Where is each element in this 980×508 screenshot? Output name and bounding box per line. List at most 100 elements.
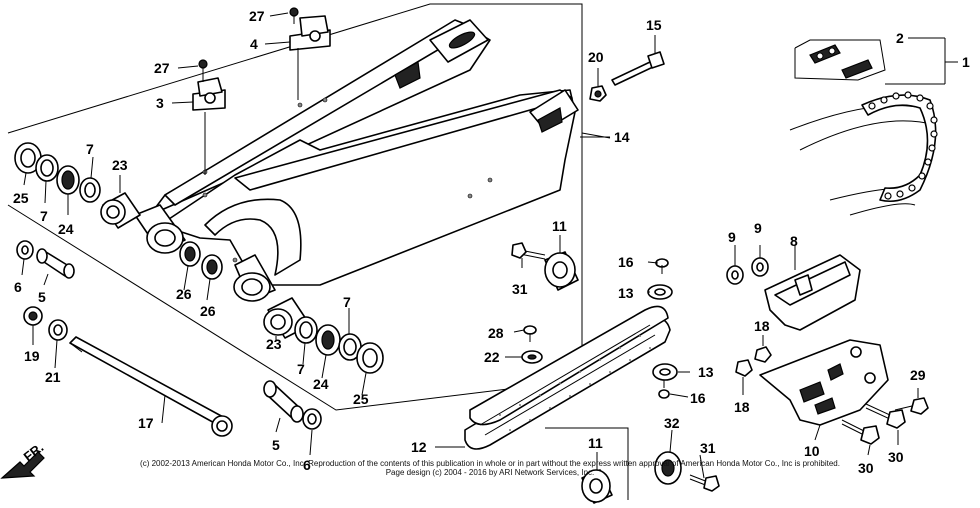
callout-7b: 7 bbox=[40, 208, 48, 224]
chain-guide-slider-8[interactable] bbox=[764, 254, 861, 331]
callout-9b: 9 bbox=[754, 220, 762, 236]
clamp-4[interactable] bbox=[289, 15, 331, 51]
callout-30a: 30 bbox=[858, 460, 874, 476]
bearing-26-lower[interactable] bbox=[201, 254, 223, 280]
needle-bearing-24-left[interactable] bbox=[56, 165, 80, 195]
pivot-bolt-17[interactable] bbox=[69, 336, 233, 437]
collar-9-right[interactable] bbox=[751, 257, 769, 277]
bolt-31-upper[interactable] bbox=[511, 242, 546, 260]
callout-9a: 9 bbox=[728, 229, 736, 245]
callout-6a: 6 bbox=[14, 279, 22, 295]
collar-23-left[interactable] bbox=[100, 192, 141, 229]
callout-25a: 25 bbox=[13, 190, 29, 206]
callout-7d: 7 bbox=[297, 361, 305, 377]
nut-20[interactable] bbox=[589, 85, 607, 102]
callout-26a: 26 bbox=[176, 286, 192, 302]
callout-16a: 16 bbox=[618, 254, 634, 270]
copyright-notice: (c) 2002-2013 American Honda Motor Co., … bbox=[140, 459, 840, 468]
bolt-30-left[interactable] bbox=[841, 419, 880, 445]
callout-1: 1 bbox=[962, 54, 970, 70]
callout-30b: 30 bbox=[888, 449, 904, 465]
collar-13-upper[interactable] bbox=[647, 284, 673, 300]
chain-slider-12[interactable] bbox=[464, 305, 671, 450]
dust-seal-7-right[interactable] bbox=[294, 316, 318, 344]
callout-25b: 25 bbox=[353, 391, 369, 407]
callout-21: 21 bbox=[45, 369, 61, 385]
callout-27a: 27 bbox=[249, 8, 265, 24]
chain-guide-10[interactable] bbox=[759, 339, 889, 426]
collar-5-lower[interactable] bbox=[263, 380, 304, 423]
callout-6b: 6 bbox=[303, 457, 311, 473]
callout-10: 10 bbox=[804, 443, 820, 459]
callouts: 27 4 27 3 15 20 2 1 14 7 23 25 7 24 11 3… bbox=[13, 8, 970, 476]
callout-5b: 5 bbox=[272, 437, 280, 453]
bolt-27-left[interactable] bbox=[198, 59, 208, 82]
callout-14: 14 bbox=[614, 129, 630, 145]
chain-joint-2[interactable] bbox=[809, 44, 873, 79]
washer-6-upper[interactable] bbox=[16, 240, 34, 260]
callout-3: 3 bbox=[156, 95, 164, 111]
callout-8: 8 bbox=[790, 233, 798, 249]
bolt-15[interactable] bbox=[611, 51, 665, 86]
callout-16b: 16 bbox=[690, 390, 706, 406]
screw-16-lower[interactable] bbox=[658, 380, 670, 399]
callout-17: 17 bbox=[138, 415, 154, 431]
callout-18b: 18 bbox=[734, 399, 750, 415]
callout-12: 12 bbox=[411, 439, 427, 455]
roller-32[interactable] bbox=[654, 451, 682, 485]
swingarm-group-outline bbox=[7, 3, 583, 411]
bolt-29[interactable] bbox=[894, 397, 929, 415]
drive-chain-1[interactable] bbox=[789, 91, 938, 216]
callout-13b: 13 bbox=[698, 364, 714, 380]
callout-31a: 31 bbox=[512, 281, 528, 297]
callout-5a: 5 bbox=[38, 289, 46, 305]
bearing-25-right[interactable] bbox=[356, 342, 384, 374]
nut-18-lower[interactable] bbox=[735, 359, 753, 377]
callout-7c: 7 bbox=[343, 294, 351, 310]
callout-22: 22 bbox=[484, 349, 500, 365]
nut-18-upper[interactable] bbox=[754, 346, 772, 363]
callout-11b: 11 bbox=[588, 435, 603, 451]
callout-7a: 7 bbox=[86, 141, 94, 157]
needle-bearing-24-right[interactable] bbox=[315, 324, 341, 356]
bolt-30-right[interactable] bbox=[865, 403, 906, 429]
callout-24a: 24 bbox=[58, 221, 74, 237]
collar-13-lower[interactable] bbox=[652, 363, 678, 381]
nut-22[interactable] bbox=[521, 350, 543, 364]
screw-16-upper[interactable] bbox=[655, 258, 669, 274]
leader-lines bbox=[21, 12, 958, 479]
callout-31b: 31 bbox=[700, 440, 716, 456]
nut-19[interactable] bbox=[23, 306, 43, 326]
bolt-27-right[interactable] bbox=[289, 7, 299, 24]
bearing-26-upper[interactable] bbox=[179, 241, 201, 267]
bolt-31-lower[interactable] bbox=[689, 474, 720, 492]
washer-21[interactable] bbox=[48, 319, 68, 341]
roller-11-lower[interactable] bbox=[581, 469, 613, 504]
callout-19: 19 bbox=[24, 348, 40, 364]
callout-29: 29 bbox=[910, 367, 926, 383]
dust-seal-7b-left[interactable] bbox=[79, 177, 101, 203]
callout-23a: 23 bbox=[112, 157, 128, 173]
callout-11a: 11 bbox=[552, 218, 567, 234]
chain-group-box bbox=[794, 39, 886, 81]
collar-9-left[interactable] bbox=[726, 265, 744, 285]
dust-seal-7-left[interactable] bbox=[35, 154, 59, 182]
clamp-3[interactable] bbox=[192, 77, 226, 111]
callout-23b: 23 bbox=[266, 336, 282, 352]
washer-6-lower[interactable] bbox=[302, 408, 322, 430]
callout-20: 20 bbox=[588, 49, 604, 65]
roller-11-upper[interactable] bbox=[544, 251, 579, 291]
callout-2: 2 bbox=[896, 30, 904, 46]
callout-26b: 26 bbox=[200, 303, 216, 319]
page-design-notice: Page design (c) 2004 - 2016 by ARI Netwo… bbox=[385, 468, 595, 477]
screw-28[interactable] bbox=[523, 325, 537, 342]
callout-32: 32 bbox=[664, 415, 680, 431]
callout-18a: 18 bbox=[754, 318, 770, 334]
callout-13a: 13 bbox=[618, 285, 634, 301]
swingarm[interactable] bbox=[134, 19, 579, 302]
callout-4: 4 bbox=[250, 36, 258, 52]
callout-27b: 27 bbox=[154, 60, 170, 76]
callout-28: 28 bbox=[488, 325, 504, 341]
collar-5-upper[interactable] bbox=[36, 248, 75, 279]
